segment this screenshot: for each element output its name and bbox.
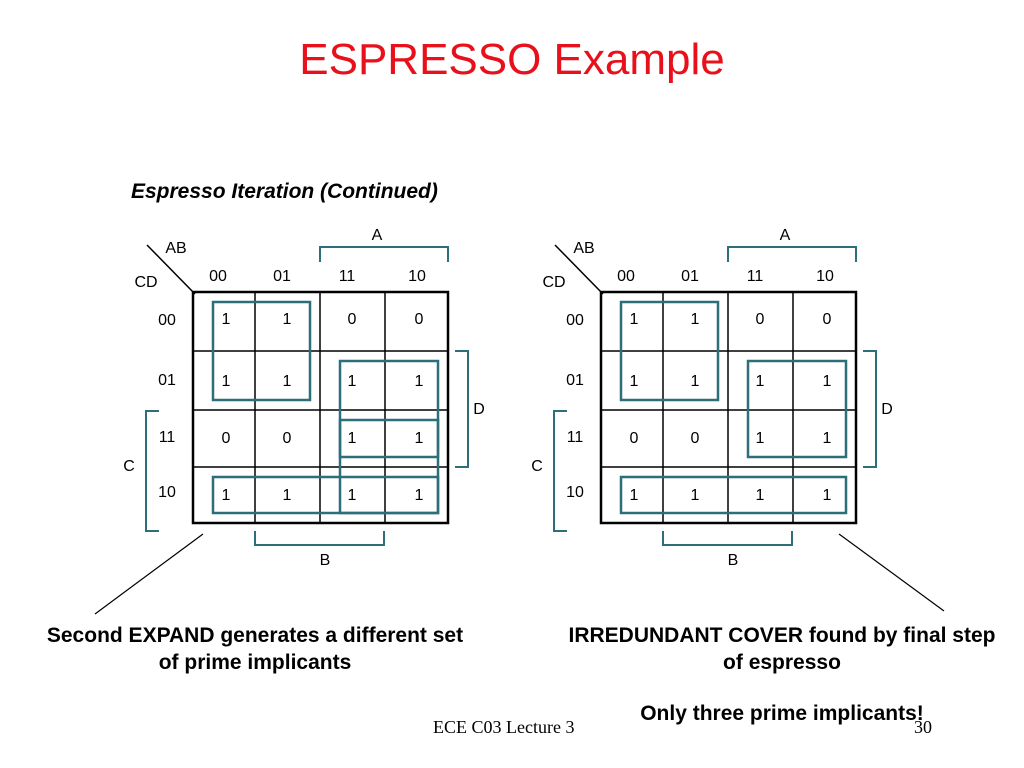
kmap-row-header: 10 [566, 484, 584, 501]
kmap-corner-diagonal [554, 244, 604, 295]
kmap-cell: 0 [756, 311, 765, 328]
kmap-col-header: 10 [816, 268, 834, 285]
kmap-cell: 1 [756, 487, 765, 504]
kmap-cell: 1 [415, 373, 424, 390]
kmap-cell: 1 [823, 373, 832, 390]
bracket-d [455, 350, 469, 468]
kmap-cell: 1 [222, 487, 231, 504]
prime-implicant-loop [338, 359, 440, 459]
kmap-cell: 1 [283, 311, 292, 328]
prime-implicant-loop [619, 300, 720, 402]
bracket-c-label: C [531, 458, 543, 475]
footer-lecture: ECE C03 Lecture 3 [433, 717, 575, 737]
kmap-ab-label: AB [573, 240, 594, 257]
kmap-row-header: 11 [567, 429, 584, 446]
kmap-cell: 1 [348, 373, 357, 390]
kmap-row-header: 01 [566, 372, 584, 389]
footer-page-number: 30 [914, 717, 932, 737]
kmap-row-header: 00 [158, 312, 176, 329]
bracket-a [727, 246, 857, 262]
caption-left: Second EXPAND generates a different set … [46, 624, 464, 674]
kmap-col-header: 11 [339, 268, 356, 285]
kmap-row-header: 01 [158, 372, 176, 389]
caption-right-note: Only three prime implicants! [640, 702, 924, 725]
bracket-d [863, 350, 877, 468]
slide-title: ESPRESSO Example [299, 35, 725, 84]
bracket-d-label: D [473, 401, 485, 418]
kmap-cell: 1 [630, 311, 639, 328]
bracket-a [319, 246, 449, 262]
caption-pointer-left [94, 533, 204, 615]
bracket-b-label: B [320, 552, 331, 569]
bracket-b [254, 531, 385, 546]
kmap-cell: 1 [823, 487, 832, 504]
bracket-c [145, 410, 159, 532]
kmap-cell: 1 [222, 311, 231, 328]
kmap-cell: 0 [283, 430, 292, 447]
kmap-cell: 1 [756, 373, 765, 390]
bracket-a-label: A [780, 227, 791, 244]
prime-implicant-loop [746, 359, 848, 459]
kmap-col-header: 01 [681, 268, 699, 285]
caption-right-main: IRREDUNDANT COVER found by final step of… [568, 624, 996, 674]
kmap-cell: 1 [630, 373, 639, 390]
kmap-cd-label: CD [134, 274, 157, 291]
kmap-cell: 0 [823, 311, 832, 328]
kmap-cell: 0 [348, 311, 357, 328]
kmap-cell: 1 [348, 487, 357, 504]
kmap-col-header: 10 [408, 268, 426, 285]
kmap-cd-label: CD [542, 274, 565, 291]
kmap-cell: 1 [691, 487, 700, 504]
kmap-cell: 0 [630, 430, 639, 447]
kmap-col-header: 00 [617, 268, 635, 285]
bracket-b [662, 531, 793, 546]
kmap-cell: 1 [691, 311, 700, 328]
kmap-row-header: 00 [566, 312, 584, 329]
caption-pointer-right [838, 533, 945, 612]
kmap-row-header: 11 [159, 429, 176, 446]
kmap-cell: 1 [415, 487, 424, 504]
kmap-cell: 0 [691, 430, 700, 447]
kmap-col-header: 00 [209, 268, 227, 285]
kmap-cell: 1 [222, 373, 231, 390]
kmap-col-header: 01 [273, 268, 291, 285]
bracket-a-label: A [372, 227, 383, 244]
kmap-col-header: 11 [747, 268, 764, 285]
kmap-cell: 1 [756, 430, 765, 447]
bracket-b-label: B [728, 552, 739, 569]
bracket-c-label: C [123, 458, 135, 475]
bracket-c [553, 410, 567, 532]
bracket-d-label: D [881, 401, 893, 418]
kmap-cell: 1 [283, 373, 292, 390]
kmap-cell: 1 [415, 430, 424, 447]
prime-implicant-loop [619, 475, 848, 515]
prime-implicant-loop [211, 300, 312, 402]
kmap-cell: 1 [630, 487, 639, 504]
kmap-cell: 0 [415, 311, 424, 328]
kmap-cell: 1 [283, 487, 292, 504]
kmap-ab-label: AB [165, 240, 186, 257]
slide-subtitle: Espresso Iteration (Continued) [131, 180, 438, 203]
kmap-cell: 1 [348, 430, 357, 447]
kmap-cell: 1 [691, 373, 700, 390]
kmap-cell: 0 [222, 430, 231, 447]
kmap-corner-diagonal [146, 244, 196, 295]
kmap-cell: 1 [823, 430, 832, 447]
prime-implicant-loop [211, 475, 440, 515]
kmap-row-header: 10 [158, 484, 176, 501]
